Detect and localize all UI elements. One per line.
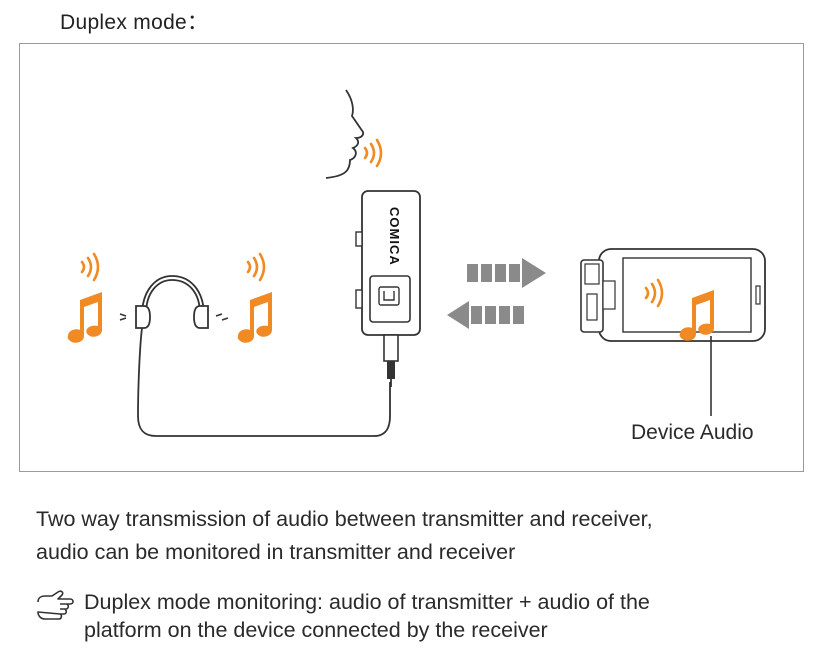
sound-waves-icon: [80, 252, 100, 282]
duplex-diagram: COMICA: [67, 89, 766, 437]
brand-logo-text: COMICA: [387, 207, 402, 266]
note-line: Duplex mode monitoring: audio of transmi…: [84, 590, 650, 614]
note-line: platform on the device connected by the …: [84, 618, 548, 642]
sound-waves-icon: [363, 138, 383, 168]
arrow-left-icon: [447, 301, 524, 329]
description-line: Two way transmission of audio between tr…: [36, 507, 653, 531]
device-audio-label: Device Audio: [631, 421, 754, 444]
arrow-right-icon: [467, 258, 546, 288]
smartphone-icon: [580, 248, 766, 342]
transmitter-icon: COMICA: [355, 190, 421, 387]
pointing-hand-icon: [37, 590, 74, 620]
diagram-frame: COMICA: [19, 43, 804, 472]
speaking-face-icon: [325, 89, 365, 179]
headphones-icon: [119, 275, 391, 437]
sound-waves-icon: [246, 252, 266, 282]
music-note-icon: [237, 292, 272, 343]
music-note-icon: [67, 292, 102, 343]
section-heading: Duplex mode：: [60, 11, 209, 34]
description-line: audio can be monitored in transmitter an…: [36, 540, 516, 564]
description: Two way transmission of audio between tr…: [36, 503, 653, 569]
